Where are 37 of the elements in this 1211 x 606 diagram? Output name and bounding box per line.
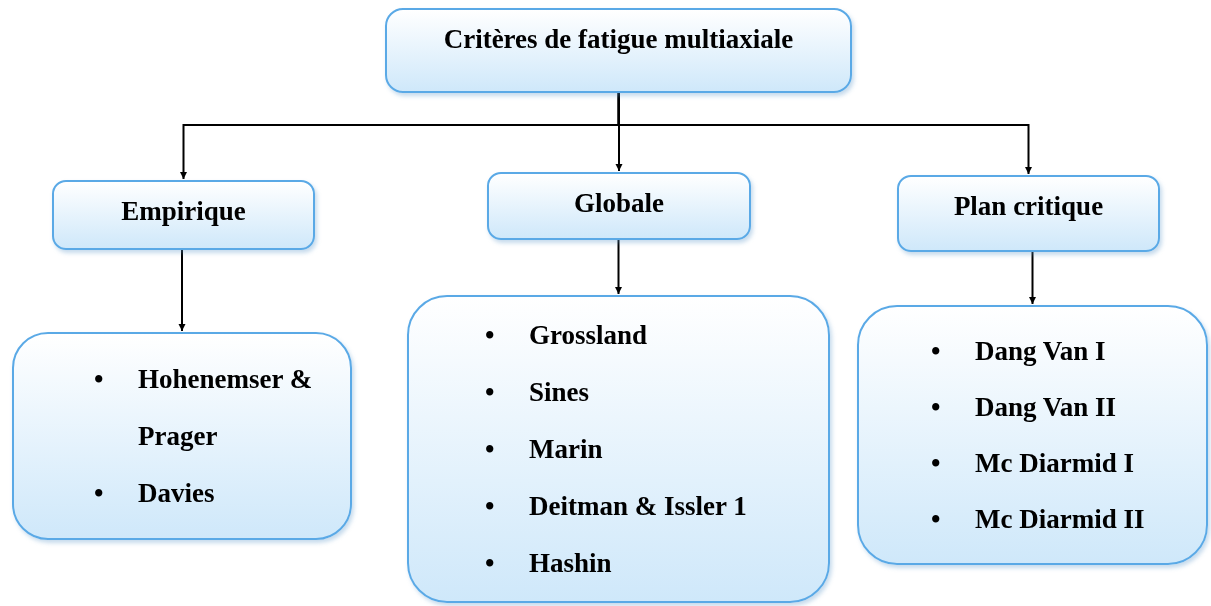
connector-arrow <box>178 249 186 332</box>
bullet: • <box>931 335 942 368</box>
connector-arrow <box>1029 251 1036 305</box>
box-title: Plan critique <box>953 191 1104 222</box>
category-box <box>52 180 315 250</box>
list-item: Hashin <box>529 546 612 580</box>
list-item: Dang Van II <box>975 391 1117 424</box>
bullet: • <box>94 362 105 396</box>
box-title: Empirique <box>121 196 246 227</box>
list-box <box>857 305 1208 565</box>
list-box <box>12 332 352 540</box>
bullet: • <box>931 391 942 424</box>
box-title: Globale <box>574 188 664 219</box>
list-item: Grossland <box>529 318 648 352</box>
list-item: Mc Diarmid II <box>975 503 1145 536</box>
bullet: • <box>485 318 496 352</box>
bullet: • <box>94 476 105 510</box>
bullet: • <box>485 546 496 580</box>
list-item: Deitman & Issler 1 <box>529 489 747 523</box>
bullet: • <box>485 432 496 466</box>
bullet: • <box>931 503 942 536</box>
list-item: Hohenemser & Prager <box>138 362 314 453</box>
bullet: • <box>485 375 496 409</box>
list-box <box>407 295 830 603</box>
category-box <box>487 172 751 240</box>
list-item: Marin <box>529 432 603 466</box>
category-box <box>897 175 1160 252</box>
connector-arrow <box>615 239 622 295</box>
list-item: Sines <box>529 375 590 409</box>
list-item: Mc Diarmid I <box>975 447 1134 480</box>
list-item: Davies <box>138 476 215 510</box>
category-box <box>385 8 852 93</box>
bullet: • <box>931 447 942 480</box>
bullet: • <box>485 489 496 523</box>
connector-arrow <box>617 92 1032 175</box>
box-title: Critères de fatigue multiaxiale <box>443 24 794 55</box>
list-item: Dang Van I <box>975 335 1106 368</box>
